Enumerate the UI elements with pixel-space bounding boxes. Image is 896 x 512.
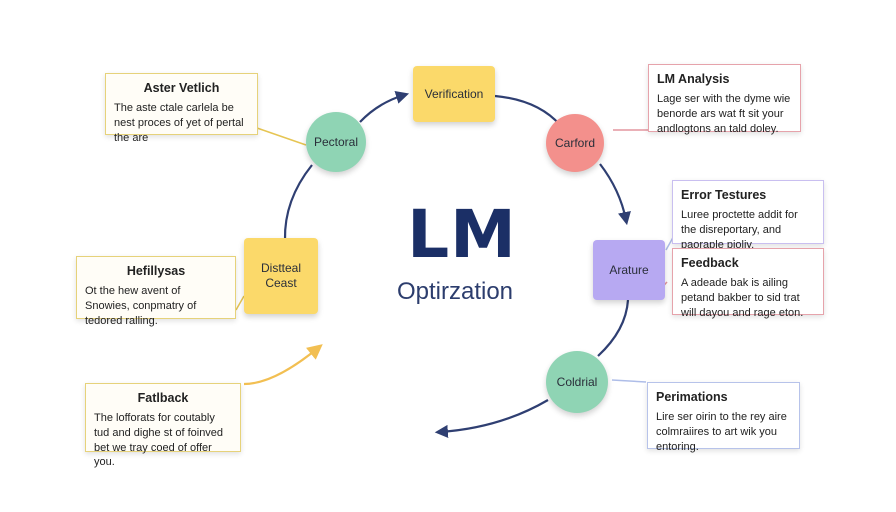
node-distteal-ceast[interactable]: Distteal Ceast xyxy=(244,238,318,314)
card-fatlback: Fatlback The lofforats for coutably tud … xyxy=(85,383,241,468)
card-perimations: Perimations Lire ser oirin to the rey ai… xyxy=(647,382,800,453)
center-subtitle: Optirzation xyxy=(396,278,514,305)
node-carford[interactable]: Carford xyxy=(546,114,604,172)
card-title: Aster Vetlich xyxy=(143,81,220,95)
card-body: A adeade bak is ailing petand bakber to … xyxy=(681,276,804,319)
arc-left-side xyxy=(283,164,313,241)
arc-pectoral-to-verification xyxy=(359,91,410,123)
card-body: The aste ctale carlela be nest proces of… xyxy=(114,101,244,144)
arc-arature-to-coldrial xyxy=(597,299,630,357)
node-arature[interactable]: Arature xyxy=(593,240,665,300)
node-coldrial[interactable]: Coldrial xyxy=(546,351,608,413)
arc-carford-to-arature xyxy=(599,163,631,226)
card-title: Perimations xyxy=(656,390,728,404)
card-feedback-right: Feedback A adeade bak is ailing petand b… xyxy=(672,248,824,319)
card-body: Luree proctette addit for the disreporta… xyxy=(681,208,798,251)
card-error-testures: Error Testures Luree proctette addit for… xyxy=(672,180,824,251)
card-aster-vetlich: Aster Vetlich The aste ctale carlela be … xyxy=(105,73,258,144)
card-title: Feedback xyxy=(681,256,739,270)
center-title: LM xyxy=(407,196,517,273)
node-pectoral[interactable]: Pectoral xyxy=(306,112,366,172)
card-body: Ot the hew avent of Snowies, conpmatry o… xyxy=(85,284,197,327)
card-title: LM Analysis xyxy=(657,72,730,86)
card-body: Lire ser oirin to the rey aire colmraiir… xyxy=(656,410,787,453)
orange-arrow xyxy=(243,344,323,386)
node-verification[interactable]: Verification xyxy=(413,66,495,122)
arc-verification-to-carford xyxy=(494,94,561,126)
card-title: Error Testures xyxy=(681,188,767,202)
card-body: Lage ser with the dyme wie benorde ars w… xyxy=(657,92,791,135)
card-title: Hefillysas xyxy=(126,264,186,278)
card-lm-analysis: LM Analysis Lage ser with the dyme wie b… xyxy=(648,64,801,135)
arc-coldrial-to-bottom xyxy=(434,399,549,439)
card-body: The lofforats for coutably tud and dighe… xyxy=(94,411,224,469)
card-hefillysas: Hefillysas Ot the hew avent of Snowies, … xyxy=(76,256,236,327)
card-title: Fatlback xyxy=(137,391,189,405)
